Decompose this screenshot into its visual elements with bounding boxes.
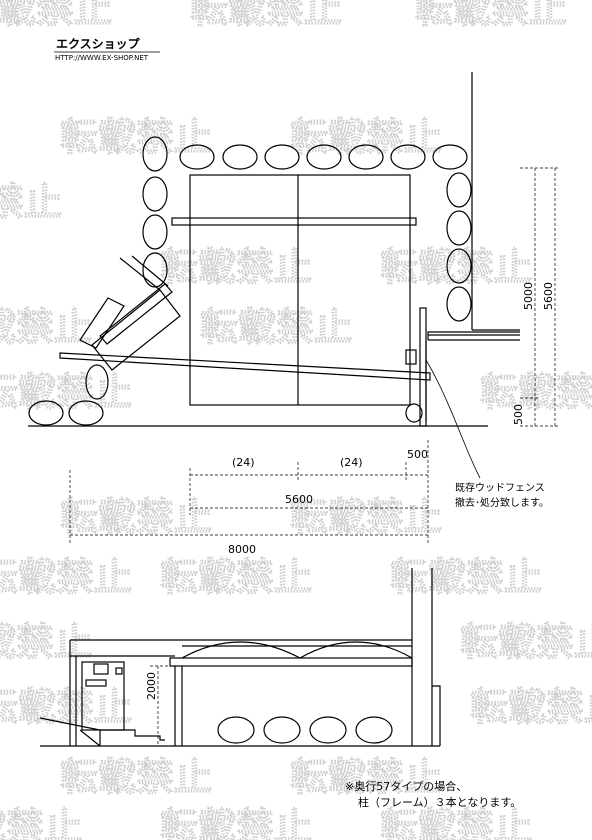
watermark-text: 転載禁止	[0, 370, 132, 414]
watermark-text: 転載禁止	[160, 805, 312, 840]
plan-view: 5000 5600 500 (24) (24) 500 5600 8000 既存…	[28, 72, 560, 556]
gate-rail	[59, 352, 431, 381]
watermark-text: 転載禁止	[60, 755, 212, 799]
watermark-text: 転載禁止	[160, 245, 312, 289]
dim-5000: 5000	[522, 282, 535, 310]
watermark-text: 転載禁止	[200, 305, 352, 349]
watermark-text: 転載禁止	[290, 755, 442, 799]
brand-name: エクスショップ	[56, 36, 141, 51]
watermark-text: 転載禁止	[290, 495, 442, 539]
watermark-text: 転載禁止	[0, 805, 82, 840]
watermark-text: 転載禁止	[380, 805, 532, 840]
dim-5600-vertical: 5600	[542, 282, 555, 310]
watermark-text: 転載禁止	[0, 620, 92, 664]
brand-logo: エクスショップ HTTP://WWW.EX-SHOP.NET	[54, 36, 160, 62]
gate	[79, 255, 181, 371]
carport-roof	[189, 174, 411, 406]
dim-500-vertical: 500	[512, 404, 525, 425]
watermark-text: 転載禁止	[290, 115, 442, 159]
hedge-stones	[28, 136, 472, 426]
dim-8000: 8000	[228, 543, 256, 556]
watermark-text: 転載禁止	[0, 555, 132, 599]
watermark-text: 転載禁止	[470, 685, 592, 729]
watermark-text: 転載禁止	[0, 0, 112, 31]
watermark-text: 転載禁止	[460, 620, 592, 664]
watermark-text: 転載禁止	[0, 685, 132, 729]
dim-24-left: (24)	[232, 456, 255, 469]
note-line1: ※奥行57タイプの場合、	[345, 779, 467, 793]
horizontal-dimensions: (24) (24) 500 5600 8000	[69, 440, 429, 556]
dim-24-right: (24)	[340, 456, 363, 469]
watermark-text: 転載禁止	[190, 0, 342, 31]
note-line2: 柱（フレーム）３本となります。	[358, 795, 521, 809]
watermark-text: 転載禁止	[60, 115, 212, 159]
watermark-text: 転載禁止	[415, 0, 567, 31]
vertical-dimension: 5000 5600 500	[512, 167, 560, 427]
watermark-text: 転載禁止	[390, 555, 542, 599]
fence-callout: 既存ウッドフェンス 撤去･処分致します。	[425, 359, 549, 509]
callout-line1: 既存ウッドフェンス	[455, 481, 545, 494]
dim-5600: 5600	[285, 493, 313, 506]
watermark-text: 転載禁止	[0, 305, 92, 349]
watermark-text: 転載禁止	[60, 495, 212, 539]
watermark-text: 転載禁止	[0, 180, 62, 224]
dim-500-top: 500	[407, 448, 428, 461]
note: ※奥行57タイプの場合、 柱（フレーム）３本となります。	[345, 779, 521, 809]
brand-url: HTTP://WWW.EX-SHOP.NET	[55, 54, 149, 62]
watermark-text: 転載禁止	[160, 555, 312, 599]
callout-line2: 撤去･処分致します。	[455, 496, 549, 509]
watermark-text: 転載禁止	[480, 370, 592, 414]
dim-2000: 2000	[145, 672, 158, 700]
elevation-carport-frame	[169, 657, 413, 667]
carport-beam	[171, 217, 417, 226]
elevation-view: 2000	[39, 568, 441, 747]
